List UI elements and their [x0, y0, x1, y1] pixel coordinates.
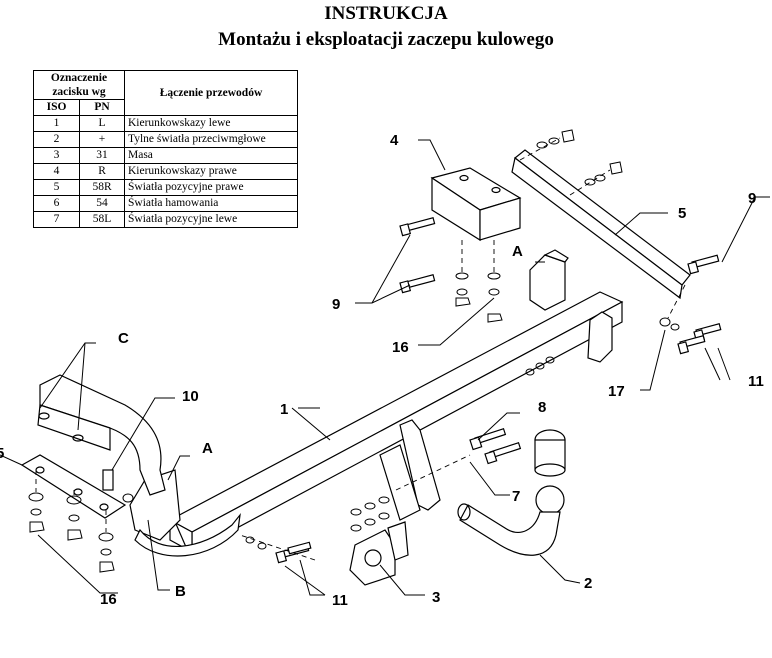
label-16-center: 16	[392, 339, 409, 356]
left-mounting-plate	[20, 374, 166, 519]
cell-desc: Kierunkowskazy prawe	[124, 163, 298, 180]
bracket-4	[430, 167, 522, 242]
cell-iso: 7	[32, 211, 81, 228]
header-marking: Oznaczenie zacisku wg	[33, 70, 125, 100]
cell-pn: 58R	[79, 179, 125, 196]
cell-desc: Światła pozycyjne lewe	[124, 211, 298, 228]
page-title: INSTRUKCJA	[324, 3, 448, 24]
cell-desc: Światła pozycyjne prawe	[124, 179, 298, 196]
ball-neck	[457, 429, 566, 556]
label-9-right: 9	[748, 190, 756, 207]
fasteners	[28, 129, 722, 573]
label-5: 5	[678, 205, 686, 222]
label-2: 2	[584, 575, 592, 592]
leader-lines	[0, 139, 770, 596]
label-C: C	[118, 330, 129, 347]
label-7: 7	[512, 488, 520, 505]
label-11-right: 11	[748, 373, 764, 390]
label-3: 3	[432, 589, 440, 606]
label-5-left: 5	[0, 445, 4, 462]
label-8: 8	[538, 399, 546, 416]
plate-5	[511, 149, 691, 300]
label-1: 1	[280, 401, 288, 418]
assembly-lines	[35, 137, 686, 561]
label-9-left: 9	[332, 296, 340, 313]
cell-desc: Kierunkowskazy lewe	[124, 115, 298, 132]
label-16-left: 16	[100, 591, 117, 608]
left-bracket	[129, 469, 241, 557]
part-labels: 1 2 3 4 5 5 7 8 9 9 10 11 11 16 16 17 A …	[0, 132, 764, 609]
cell-pn: 58L	[79, 211, 125, 228]
wiring-table: Oznaczenie zacisku wg Łączenie przewodów…	[32, 70, 298, 228]
right-end-bracket	[587, 311, 613, 363]
header-pn: PN	[79, 99, 125, 116]
label-A-left: A	[202, 440, 213, 457]
header-iso: ISO	[32, 99, 81, 116]
label-4: 4	[390, 132, 399, 149]
table-row: 2+Tylne światła przeciwmgłowe	[32, 131, 298, 148]
header-wiring: Łączenie przewodów	[124, 70, 298, 116]
label-17: 17	[608, 383, 625, 400]
label-B: B	[175, 583, 186, 600]
label-11-bottom: 11	[332, 592, 348, 609]
label-A-right: A	[512, 243, 523, 260]
bracket-right-A	[529, 249, 569, 311]
label-10: 10	[182, 388, 199, 405]
page-subtitle: Montażu i eksploatacji zaczepu kulowego	[218, 29, 554, 50]
center-bracket	[379, 419, 441, 521]
socket-plate	[349, 521, 409, 586]
